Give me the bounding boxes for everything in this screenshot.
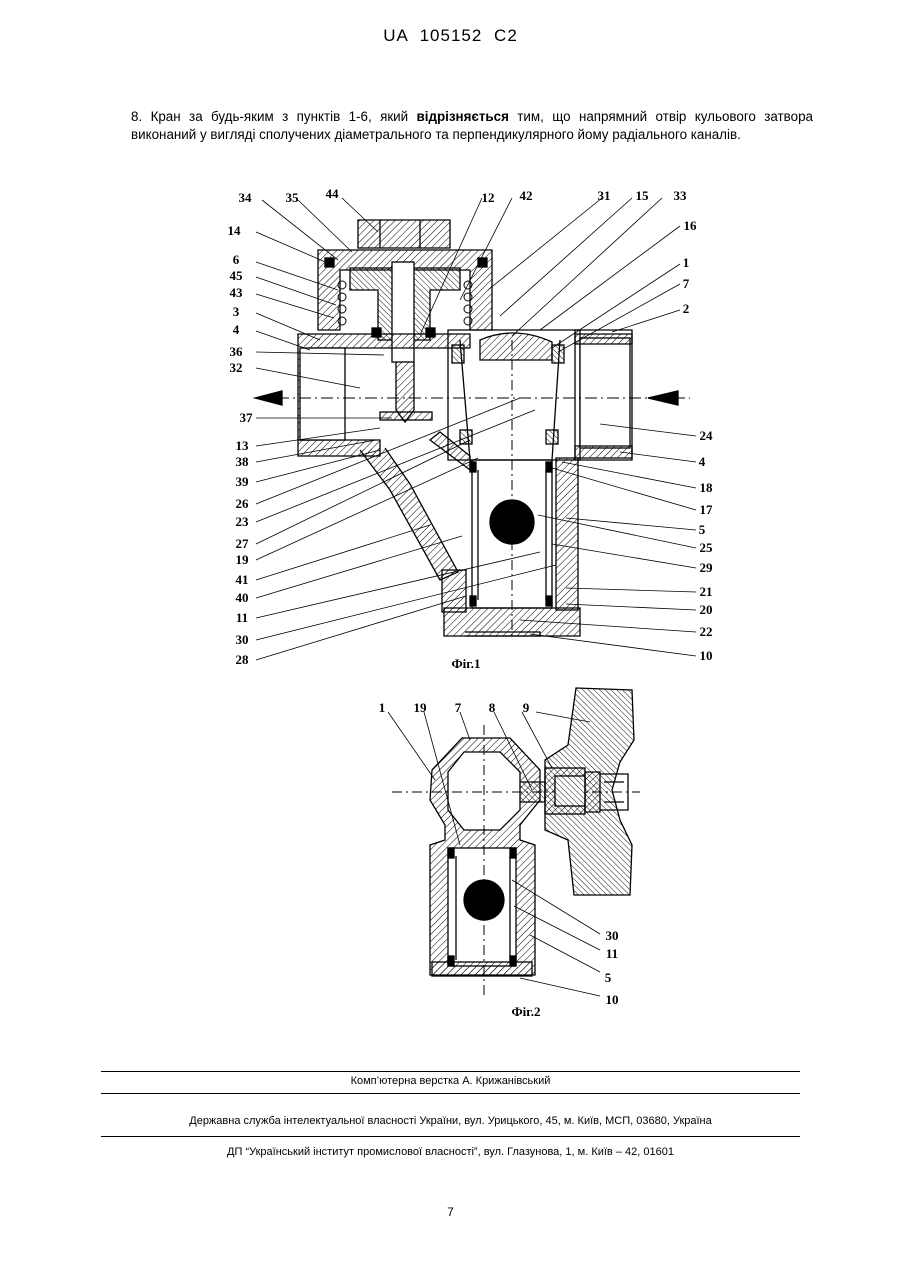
fig2-label: 1 [379, 700, 386, 715]
footer-divider [101, 1071, 800, 1072]
fig1-label: 31 [598, 188, 611, 203]
figure-1-drawing [255, 198, 696, 660]
fig1-label: 37 [240, 410, 254, 425]
fig2-label: 30 [606, 928, 619, 943]
fig1-label: 28 [236, 652, 250, 667]
fig2-label: 9 [523, 700, 530, 715]
footer-divider [101, 1093, 800, 1094]
page-number: 7 [0, 1205, 901, 1219]
fig1-label: 26 [236, 496, 250, 511]
fig1-label: 7 [683, 276, 690, 291]
fig2-label: 19 [414, 700, 428, 715]
patent-drawings: 34 14 6 45 43 3 4 36 32 37 13 38 39 26 2… [0, 0, 901, 1060]
fig1-label: 23 [236, 514, 250, 529]
fig1-label: 4 [699, 454, 706, 469]
footer-typesetter: Комп’ютерна верстка А. Крижанівський [0, 1075, 901, 1087]
fig1-label: 18 [700, 480, 714, 495]
fig1-label: 24 [700, 428, 714, 443]
fig1-label: 44 [326, 186, 340, 201]
figure-2-caption: Фіг.2 [512, 1004, 541, 1019]
fig1-label: 4 [233, 322, 240, 337]
fig1-label: 11 [236, 610, 248, 625]
fig1-label: 12 [482, 190, 495, 205]
fig1-label: 5 [699, 522, 706, 537]
fig1-label: 30 [236, 632, 249, 647]
fig1-label: 16 [684, 218, 698, 233]
figure-1-caption: Фіг.1 [452, 656, 481, 671]
fig2-label: 8 [489, 700, 496, 715]
fig1-label: 13 [236, 438, 250, 453]
fig1-label: 27 [236, 536, 250, 551]
fig1-label: 3 [233, 304, 240, 319]
footer-divider [101, 1136, 800, 1137]
fig1-label: 29 [700, 560, 714, 575]
fig1-label: 45 [230, 268, 244, 283]
fig1-label: 21 [700, 584, 713, 599]
fig1-label: 19 [236, 552, 250, 567]
fig1-label: 32 [230, 360, 243, 375]
fig1-label: 33 [674, 188, 688, 203]
fig1-label: 15 [636, 188, 650, 203]
fig1-label: 43 [230, 285, 244, 300]
fig2-label: 5 [605, 970, 612, 985]
fig1-label: 38 [236, 454, 250, 469]
fig2-label: 11 [606, 946, 618, 961]
fig1-label: 40 [236, 590, 249, 605]
fig1-label: 2 [683, 301, 690, 316]
fig1-label: 41 [236, 572, 249, 587]
fig2-label: 10 [606, 992, 619, 1007]
fig1-label: 42 [520, 188, 533, 203]
fig1-label: 22 [700, 624, 713, 639]
fig1-label: 35 [286, 190, 300, 205]
figure-2-drawing [388, 688, 640, 996]
fig2-label: 7 [455, 700, 462, 715]
fig1-label: 25 [700, 540, 714, 555]
fig1-label: 17 [700, 502, 714, 517]
fig1-label: 10 [700, 648, 713, 663]
fig1-label: 1 [683, 255, 690, 270]
fig1-label: 39 [236, 474, 250, 489]
fig1-label: 14 [228, 223, 242, 238]
footer-agency: Державна служба інтелектуальної власност… [0, 1115, 901, 1127]
fig1-label: 6 [233, 252, 240, 267]
footer-institute: ДП “Український інститут промислової вла… [0, 1146, 901, 1158]
fig1-label: 36 [230, 344, 244, 359]
fig1-label: 20 [700, 602, 713, 617]
fig1-label: 34 [239, 190, 253, 205]
